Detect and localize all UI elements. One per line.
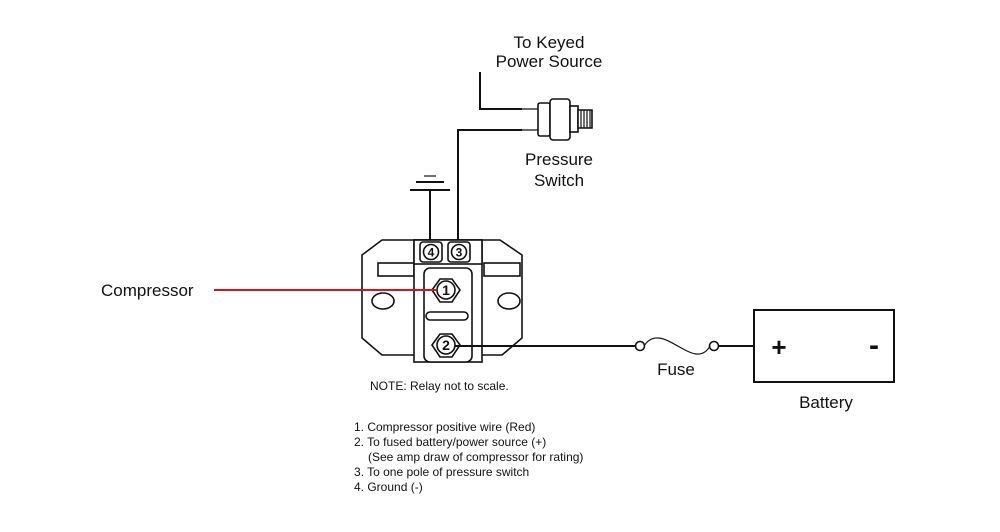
legend-item: 1. Compressor positive wire (Red) <box>354 420 535 434</box>
terminal-legend: 1. Compressor positive wire (Red) 2. To … <box>354 420 583 494</box>
fuse-label: Fuse <box>657 360 695 379</box>
pressure-switch-icon <box>518 98 593 141</box>
terminal-4-marker <box>422 243 440 261</box>
terminal-1-label: 1 <box>442 282 450 298</box>
fuse-terminal-left <box>634 340 646 352</box>
battery-icon <box>753 309 895 383</box>
relay-scale-note: NOTE: Relay not to scale. <box>370 379 509 393</box>
battery-label: Battery <box>799 393 853 412</box>
compressor-label: Compressor <box>101 281 194 300</box>
terminal-2-label: 2 <box>442 337 450 353</box>
legend-item: (See amp draw of compressor for rating) <box>368 450 583 464</box>
terminal-4-label: 4 <box>428 246 435 260</box>
keyed-power-wire <box>479 72 522 110</box>
terminal-3-label: 3 <box>456 246 463 260</box>
ground-symbol-icon <box>410 175 450 240</box>
fuse-terminal-right <box>708 340 720 352</box>
battery-plus-label: + <box>771 332 786 362</box>
battery-minus-label: - <box>869 329 879 362</box>
pressure-switch-wire <box>457 129 522 240</box>
legend-item: 4. Ground (-) <box>354 480 423 494</box>
legend-item: 3. To one pole of pressure switch <box>354 465 529 479</box>
keyed-power-label-line2: Power Source <box>496 52 603 71</box>
keyed-power-label-line1: To Keyed <box>514 33 585 52</box>
pressure-switch-label-line1: Pressure <box>525 150 593 169</box>
pressure-switch-label-line2: Switch <box>534 171 584 190</box>
terminal-3-marker <box>450 243 468 261</box>
legend-item: 2. To fused battery/power source (+) <box>354 435 546 449</box>
fuse-icon <box>643 337 711 355</box>
